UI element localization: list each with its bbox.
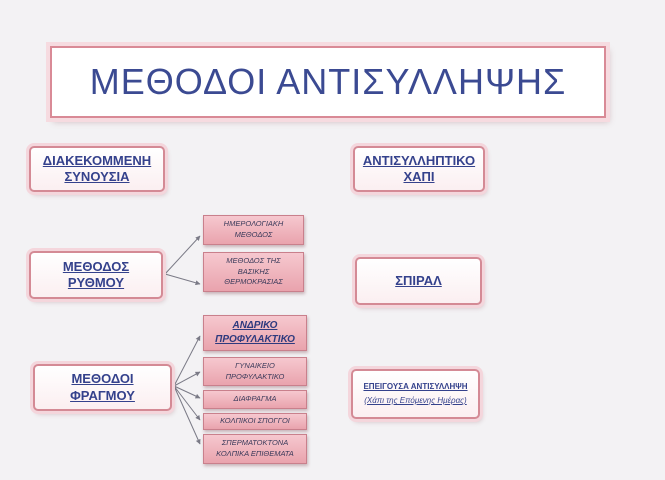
- arrow-barrier-to-spermicide: [173, 385, 201, 445]
- pill-box: ΑΝΤΙΣΥΛΛΗΠΤΙΚΟ ΧΑΠΙ: [353, 146, 485, 192]
- arrow-barrier-to-female-condom: [173, 371, 201, 387]
- interrupted-intercourse-box: ΔΙΑΚΕΚΟΜΜΕΝΗ ΣΥΝΟΥΣΙΑ: [29, 146, 165, 192]
- diaphragm-label: ΔΙΑΦΡΑΓΜΑ: [233, 394, 277, 404]
- spermicide-line2: ΚΟΛΠΙΚΑ ΕΠΙΘΕΜΑΤΑ: [216, 449, 294, 458]
- calendar-line1: ΗΜΕΡΟΛΟΓΙΑΚΗ: [223, 219, 284, 229]
- calendar-line2: ΜΕΘΟΔΟΣ: [234, 230, 273, 239]
- barrier-line2: ΦΡΑΓΜΟΥ: [70, 387, 135, 403]
- arrow-rhythm-to-temperature: [164, 273, 201, 286]
- title-box: ΜΕΘΟΔΟΙ ΑΝΤΙΣΥΛΛΗΨΗΣ: [50, 46, 606, 118]
- pill-line2: ΧΑΠΙ: [403, 169, 435, 184]
- male-condom-line2: ΠΡΟΦΥΛΑΚΤΙΚΟ: [215, 334, 295, 345]
- spermicide-line1: ΣΠΕΡΜΑΤΟΚΤΟΝΑ: [221, 438, 289, 448]
- rhythm-line2: ΡΥΘΜΟΥ: [67, 275, 125, 290]
- rhythm-line1: ΜΕΘΟΔΟΣ: [62, 258, 130, 274]
- temperature-line2: ΒΑΣΙΚΗΣ: [237, 266, 270, 276]
- emergency-line2: (Χάπι της Επόμενης Ημέρας): [364, 396, 467, 405]
- basal-temperature-box: ΜΕΘΟΔΟΣ ΤΗΣ ΒΑΣΙΚΗΣ ΘΕΡΜΟΚΡΑΣΙΑΣ: [203, 252, 304, 292]
- temperature-line1: ΜΕΘΟΔΟΣ ΤΗΣ: [226, 255, 281, 265]
- sponges-label: ΚΟΛΠΙΚΟΙ ΣΠΟΓΓΟΙ: [220, 416, 290, 426]
- female-condom-line2: ΠΡΟΦΥΛΑΚΤΙΚΟ: [225, 371, 285, 381]
- arrow-barrier-to-sponges: [173, 385, 201, 421]
- pill-line1: ΑΝΤΙΣΥΛΛΗΠΤΙΚΟ: [362, 152, 476, 168]
- interrupted-line2: ΣΥΝΟΥΣΙΑ: [64, 169, 130, 184]
- male-condom-box: ΑΝΔΡΙΚΟ ΠΡΟΦΥΛΑΚΤΙΚΟ: [203, 315, 307, 351]
- calendar-method-box: ΗΜΕΡΟΛΟΓΙΑΚΗ ΜΕΘΟΔΟΣ: [203, 215, 304, 245]
- temperature-line3: ΘΕΡΜΟΚΡΑΣΙΑΣ: [224, 277, 283, 287]
- arrow-barrier-to-diaphragm: [173, 385, 201, 399]
- emergency-contraception-box: ΕΠΕΙΓΟΥΣΑ ΑΝΤΙΣΥΛΛΗΨΗ (Χάπι της Επόμενης…: [351, 369, 480, 419]
- female-condom-line1: ΓΥΝΑΙΚΕΙΟ: [235, 360, 275, 370]
- spiral-label: ΣΠΙΡΑΛ: [395, 272, 442, 288]
- diaphragm-box: ΔΙΑΦΡΑΓΜΑ: [203, 390, 307, 409]
- emergency-line1: ΕΠΕΙΓΟΥΣΑ ΑΝΤΙΣΥΛΛΗΨΗ: [363, 382, 468, 391]
- barrier-methods-box: ΜΕΘΟΔΟΙ ΦΡΑΓΜΟΥ: [33, 364, 172, 411]
- spiral-box: ΣΠΙΡΑΛ: [355, 257, 482, 305]
- page-title: ΜΕΘΟΔΟΙ ΑΝΤΙΣΥΛΛΗΨΗΣ: [89, 61, 567, 102]
- barrier-line1: ΜΕΘΟΔΟΙ: [71, 371, 134, 387]
- vaginal-sponges-box: ΚΟΛΠΙΚΟΙ ΣΠΟΓΓΟΙ: [203, 413, 307, 430]
- female-condom-box: ΓΥΝΑΙΚΕΙΟ ΠΡΟΦΥΛΑΚΤΙΚΟ: [203, 357, 307, 386]
- interrupted-line1: ΔΙΑΚΕΚΟΜΜΕΝΗ: [42, 152, 152, 168]
- arrow-rhythm-to-calendar: [164, 235, 201, 275]
- arrow-barrier-to-male-condom: [173, 335, 201, 387]
- spermicide-box: ΣΠΕΡΜΑΤΟΚΤΟΝΑ ΚΟΛΠΙΚΑ ΕΠΙΘΕΜΑΤΑ: [203, 434, 307, 464]
- rhythm-method-box: ΜΕΘΟΔΟΣ ΡΥΘΜΟΥ: [29, 251, 163, 299]
- male-condom-line1: ΑΝΔΡΙΚΟ: [232, 319, 278, 331]
